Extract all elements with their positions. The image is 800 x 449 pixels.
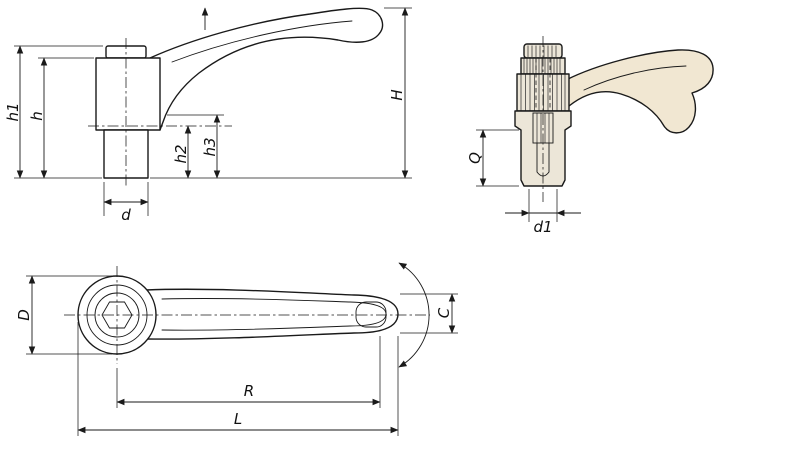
dim-label-C: C [435, 307, 453, 318]
screw-knurl-lines [536, 113, 550, 143]
front-view-handle-inner-line [583, 65, 687, 91]
side-view-handle-inner-line [171, 20, 353, 63]
dim-label-h: h [28, 111, 46, 121]
dim-label-D: D [15, 309, 33, 321]
hidden-thread-lines [535, 58, 551, 111]
dim-label-h3: h3 [201, 137, 219, 156]
ring-knurl-lines [520, 74, 566, 111]
dim-label-d: d [121, 206, 131, 224]
dim-label-R: R [244, 382, 254, 400]
side-view-hub [95, 57, 161, 131]
rotation-arrow-icon [398, 262, 430, 368]
dim-label-h1: h1 [4, 102, 22, 121]
dim-label-d1: d1 [533, 218, 552, 236]
dim-label-Q: Q [466, 152, 484, 164]
cap-knurl-lines [527, 45, 557, 57]
front-view-handle [565, 49, 714, 134]
front-view: Q d1 [466, 36, 714, 236]
top-view: D C R L [15, 262, 458, 436]
top-view-lever-outline [145, 288, 399, 340]
hex-socket [101, 301, 133, 329]
side-view: h1 h h2 h3 d H [4, 7, 412, 224]
dim-label-h2: h2 [172, 144, 190, 163]
side-view-handle-outline [149, 7, 384, 131]
dim-label-H: H [388, 89, 406, 100]
top-view-tip-inner [355, 301, 387, 328]
dim-label-L: L [234, 410, 242, 428]
